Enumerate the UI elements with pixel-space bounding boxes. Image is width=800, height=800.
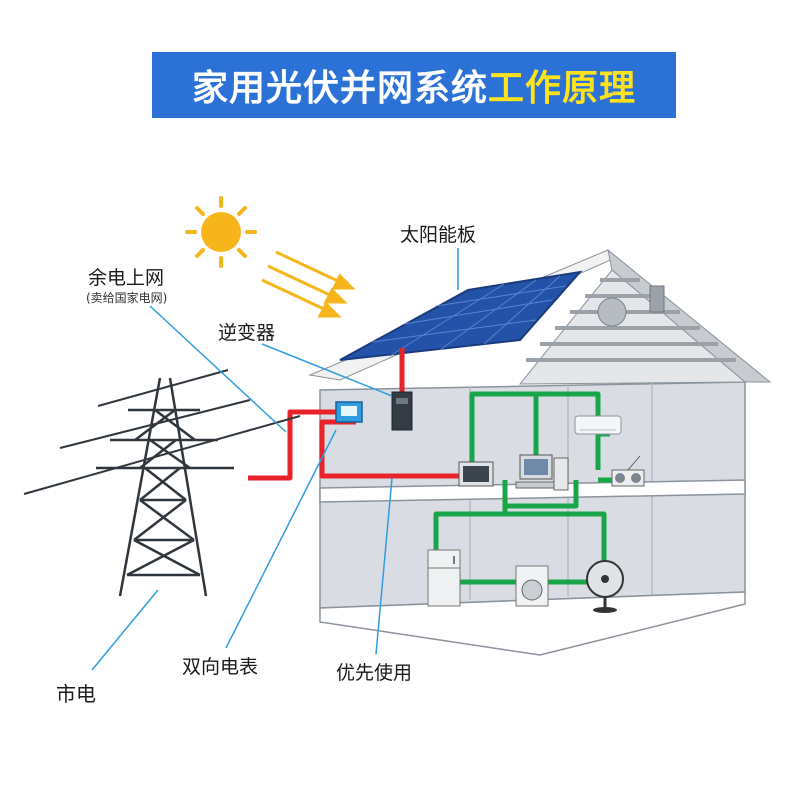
- air-conditioner-icon: [574, 415, 622, 435]
- sunray-arrows-icon: [261, 250, 356, 318]
- label-surplus-power: 余电上网: [88, 267, 165, 289]
- leader-lines: [91, 248, 459, 671]
- transmission-tower-icon: [23, 369, 301, 597]
- inverter-icon: [391, 391, 413, 431]
- house-walls: [319, 381, 746, 656]
- washing-machine-icon: [515, 565, 549, 607]
- title-main: 家用光伏并网系统: [191, 68, 488, 109]
- label-solar-panel: 太阳能板: [400, 224, 477, 246]
- solar-panel-icon: [339, 270, 583, 361]
- label-surplus-note: (卖给国家电网): [86, 291, 168, 305]
- label-priority-use: 优先使用: [336, 662, 413, 684]
- label-bidirectional-meter: 双向电表: [182, 656, 259, 678]
- title-highlight: 工作原理: [488, 68, 637, 109]
- title-banner: 家用光伏并网系统工作原理: [152, 52, 676, 118]
- label-grid: 市电: [56, 682, 96, 706]
- tv-icon: [458, 461, 494, 487]
- sun-icon: [185, 196, 257, 268]
- radio-icon: [611, 455, 645, 487]
- computer-icon: [515, 454, 569, 491]
- bidirectional-meter-icon: [335, 401, 363, 423]
- fan-icon: [586, 560, 624, 613]
- label-inverter: 逆变器: [218, 322, 276, 344]
- refrigerator-icon: [427, 549, 461, 607]
